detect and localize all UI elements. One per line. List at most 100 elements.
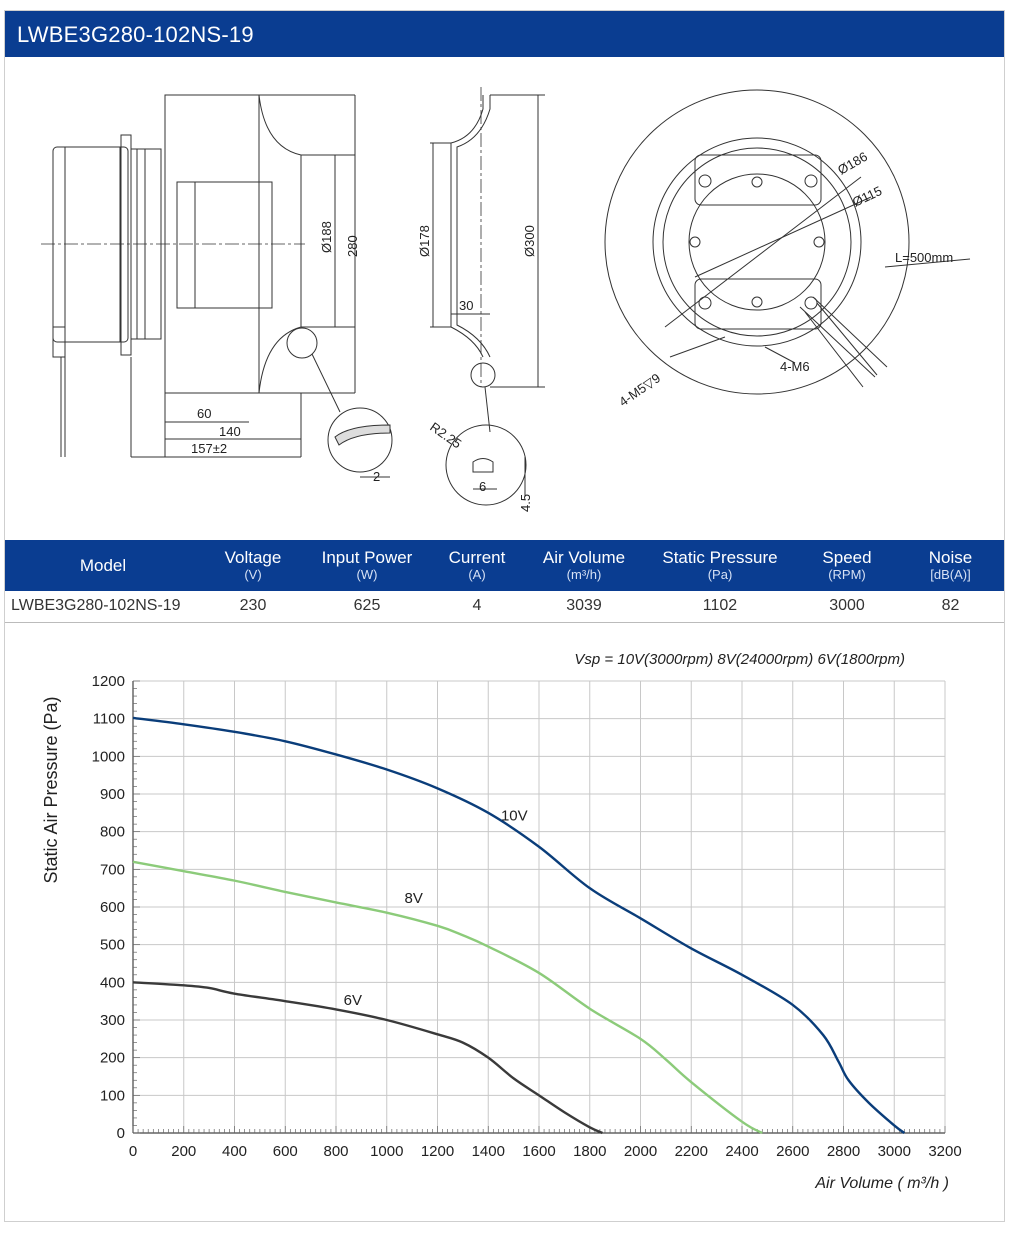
dia-leader-186	[664, 176, 862, 328]
dim-label-157: 157±2	[191, 441, 227, 456]
technical-drawings: Ø188 280 60 140 157±2 2 Ø178 Ø300 30 R2.…	[41, 87, 971, 512]
motor-housing	[52, 146, 129, 343]
x-tick-label: 1600	[522, 1143, 555, 1160]
cell-noise: 82	[941, 597, 960, 615]
cable-bundle	[799, 296, 888, 388]
detail-leader-b	[484, 386, 491, 433]
series-line-10v	[132, 716, 906, 1134]
detail-circle-a	[286, 327, 318, 359]
bolt-3	[698, 296, 712, 310]
mount-3	[689, 236, 701, 248]
detail-b-slot	[472, 458, 494, 473]
header-static-pressure: Static Pressure(Pa)	[662, 548, 778, 582]
detail-a-hatch	[334, 424, 391, 446]
inlet-ring-inner	[456, 95, 491, 358]
dim-label-186: Ø186	[835, 149, 870, 178]
flange-ring-outer	[652, 137, 862, 347]
dim-label-115: Ø115	[850, 183, 884, 210]
x-tick-label: 2800	[827, 1143, 860, 1160]
y-tick-label: 900	[100, 786, 125, 803]
grid	[132, 680, 946, 1134]
dia-leader-115	[694, 196, 872, 278]
x-tick-label: 3000	[878, 1143, 911, 1160]
front-view	[604, 89, 971, 395]
y-tick-label: 400	[100, 974, 125, 991]
cell-input-power: 625	[353, 597, 381, 615]
y-tick-label: 500	[100, 937, 125, 954]
hub-inner	[194, 181, 273, 309]
dim-label-45: 4.5	[518, 494, 533, 512]
header-noise: Noise[dB(A)]	[928, 548, 973, 582]
detail-a-view	[327, 407, 393, 473]
cell-air-volume: 3039	[566, 597, 602, 615]
x-tick-label: 1400	[472, 1143, 505, 1160]
m6-label: 4-M6	[780, 359, 810, 374]
dim-label-178: Ø178	[417, 225, 432, 257]
y-tick-label: 0	[117, 1125, 125, 1142]
cable-leader	[884, 258, 971, 268]
y-tick-label: 800	[100, 824, 125, 841]
cable-length-label: L=500mm	[895, 250, 953, 265]
bolt-1	[698, 174, 712, 188]
inlet-ring-outer	[450, 95, 484, 358]
x-axis-label: Air Volume ( m³/h )	[814, 1175, 949, 1192]
mount-1	[751, 176, 763, 188]
series-label-10v: 10V	[501, 807, 528, 824]
x-tick-label: 800	[323, 1143, 348, 1160]
flange-ring-inner	[662, 147, 852, 337]
motor-flange	[120, 134, 132, 356]
title-bar: LWBE3G280-102NS-19	[5, 11, 1004, 57]
rotor-plate	[130, 148, 162, 340]
cell-model: LWBE3G280-102NS-19	[11, 597, 181, 615]
dim-label-2: 2	[373, 469, 380, 484]
dim-label-6: 6	[479, 479, 486, 494]
detail-b-view	[445, 424, 527, 506]
spec-table: Model Voltage(V) Input Power(W) Current(…	[5, 540, 1004, 623]
bolt-2	[804, 174, 818, 188]
table-row: LWBE3G280-102NS-19 230 625 4 3039 1102 3…	[5, 591, 1004, 622]
impeller-disc	[604, 89, 910, 395]
header-air-volume: Air Volume(m³/h)	[542, 548, 626, 582]
series-label-8v: 8V	[405, 890, 423, 907]
side-view	[41, 94, 393, 478]
header-current: Current(A)	[448, 548, 506, 582]
side-view-labels: Ø188 280 60 140 157±2 2	[191, 221, 380, 484]
x-tick-label: 2000	[624, 1143, 657, 1160]
y-tick-label: 300	[100, 1012, 125, 1029]
m6-leader	[764, 346, 796, 364]
hub-block	[176, 181, 273, 309]
dim-label-60: 60	[197, 406, 211, 421]
motor-inner	[64, 146, 121, 343]
section-view	[430, 87, 545, 506]
heatsink-top	[694, 154, 822, 206]
dim-label-300: Ø300	[522, 225, 537, 257]
header-speed: Speed(RPM)	[822, 548, 872, 582]
x-tick-label: 3200	[928, 1143, 961, 1160]
header-model: Model	[79, 556, 127, 575]
cell-voltage: 230	[239, 597, 267, 615]
x-tick-label: 1200	[421, 1143, 454, 1160]
x-tick-label: 200	[171, 1143, 196, 1160]
m5-label: 4-M5▽9	[616, 370, 663, 409]
dim-label-188: Ø188	[319, 221, 334, 253]
y-tick-label: 1200	[92, 673, 125, 690]
rotor-circle	[688, 173, 826, 311]
header-voltage: Voltage(V)	[224, 548, 282, 582]
y-tick-label: 200	[100, 1050, 125, 1067]
dim-label-280: 280	[345, 235, 360, 257]
y-tick-label: 1000	[92, 748, 125, 765]
m5-leader	[669, 336, 726, 358]
dim-label-140: 140	[219, 424, 241, 439]
x-tick-label: 1800	[573, 1143, 606, 1160]
x-tick-label: 2600	[776, 1143, 809, 1160]
detail-circle-b	[470, 362, 496, 388]
mount-2	[751, 296, 763, 308]
section-view-labels: Ø178 Ø300 30 R2.25 6 4.5	[417, 225, 537, 512]
cell-speed: 3000	[829, 597, 865, 615]
detail-leader-a	[311, 353, 341, 413]
x-tick-label: 2400	[725, 1143, 758, 1160]
y-tick-label: 100	[100, 1087, 125, 1104]
performance-chart: Vsp = 10V(3000rpm) 8V(24000rpm) 6V(1800r…	[41, 651, 962, 1192]
